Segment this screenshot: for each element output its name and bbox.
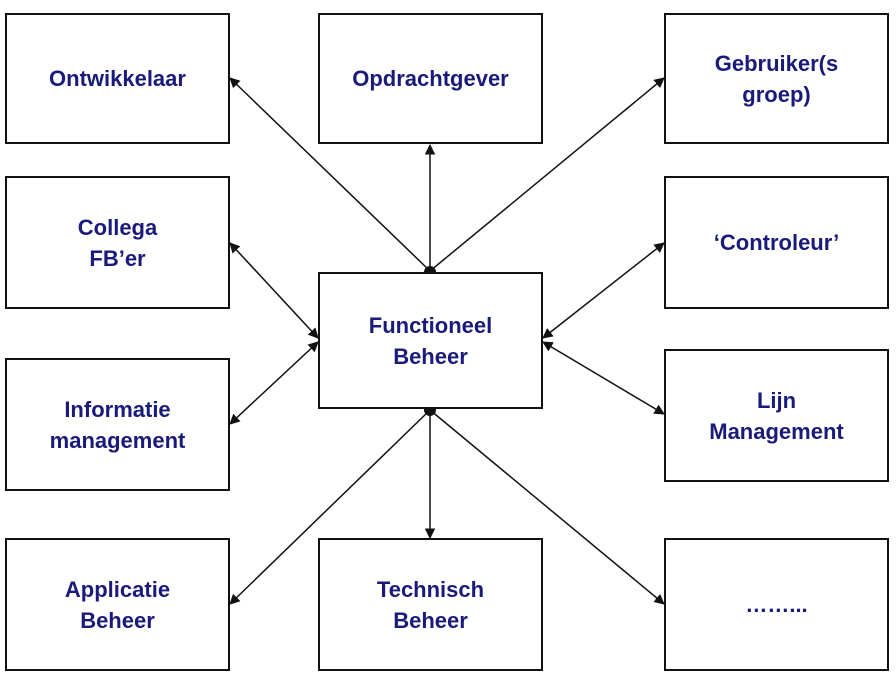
connector-informatie — [229, 341, 319, 425]
node-center-functioneel-beheer: Functioneel Beheer — [318, 272, 543, 409]
node-ontwikkelaar: Ontwikkelaar — [5, 13, 230, 144]
node-label: Opdrachtgever — [352, 66, 509, 91]
node-label: Lijn Management — [709, 387, 844, 444]
connector-controleur — [542, 242, 665, 339]
node-label: Applicatie Beheer — [64, 576, 171, 633]
node-label: ……... — [745, 592, 808, 617]
node-controleur: ‘Controleur’ — [664, 176, 889, 309]
node-label: Gebruiker(s groep) — [714, 50, 839, 107]
node-label: ‘Controleur’ — [713, 230, 840, 255]
center-label: Functioneel Beheer — [368, 312, 493, 369]
node-opdrachtgever: Opdrachtgever — [318, 13, 543, 144]
node-lijn: Lijn Management — [664, 349, 889, 482]
connector-overig — [429, 409, 665, 605]
connector-collega — [229, 242, 319, 339]
node-collega: Collega FB’er — [5, 176, 230, 309]
connector-ontwikkelaar — [229, 77, 431, 272]
node-label: Technisch Beheer — [376, 576, 485, 633]
node-gebruiker: Gebruiker(s groep) — [664, 13, 889, 144]
node-overig: ……... — [664, 538, 889, 671]
connector-applicatie — [229, 409, 431, 605]
node-applicatie: Applicatie Beheer — [5, 538, 230, 671]
node-label: Informatie management — [49, 396, 186, 453]
connector-gebruiker — [429, 77, 665, 272]
connector-lijn — [542, 341, 665, 415]
node-label: Collega FB’er — [77, 214, 158, 271]
node-technisch: Technisch Beheer — [318, 538, 543, 671]
node-informatie: Informatie management — [5, 358, 230, 491]
node-label: Ontwikkelaar — [49, 66, 186, 91]
